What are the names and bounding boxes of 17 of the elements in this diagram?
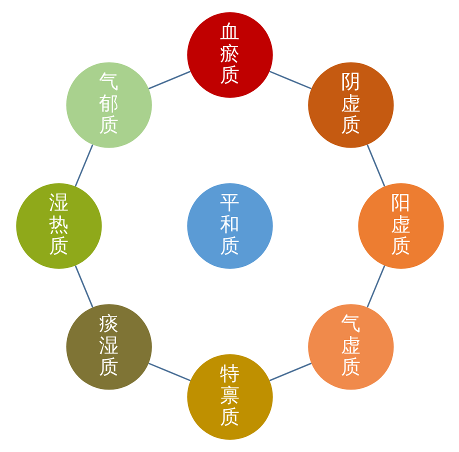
node-circle: 阴虚质 bbox=[308, 62, 394, 148]
connector bbox=[148, 70, 190, 90]
connector bbox=[366, 144, 385, 187]
connector bbox=[74, 265, 93, 308]
connector bbox=[74, 144, 93, 187]
connector bbox=[268, 70, 312, 90]
node-circle: 气郁质 bbox=[66, 62, 152, 148]
node-circle: 阳虚质 bbox=[358, 183, 444, 269]
node-circle: 血瘀质 bbox=[186, 12, 272, 98]
node-circle: 湿热质 bbox=[16, 183, 102, 269]
connector bbox=[366, 265, 385, 308]
connector bbox=[268, 362, 312, 382]
node-circle: 平和质 bbox=[186, 183, 272, 269]
node-circle: 特禀质 bbox=[186, 354, 272, 440]
node-circle: 气虚质 bbox=[308, 304, 394, 390]
connector bbox=[148, 362, 190, 382]
node-circle: 痰湿质 bbox=[66, 304, 152, 390]
